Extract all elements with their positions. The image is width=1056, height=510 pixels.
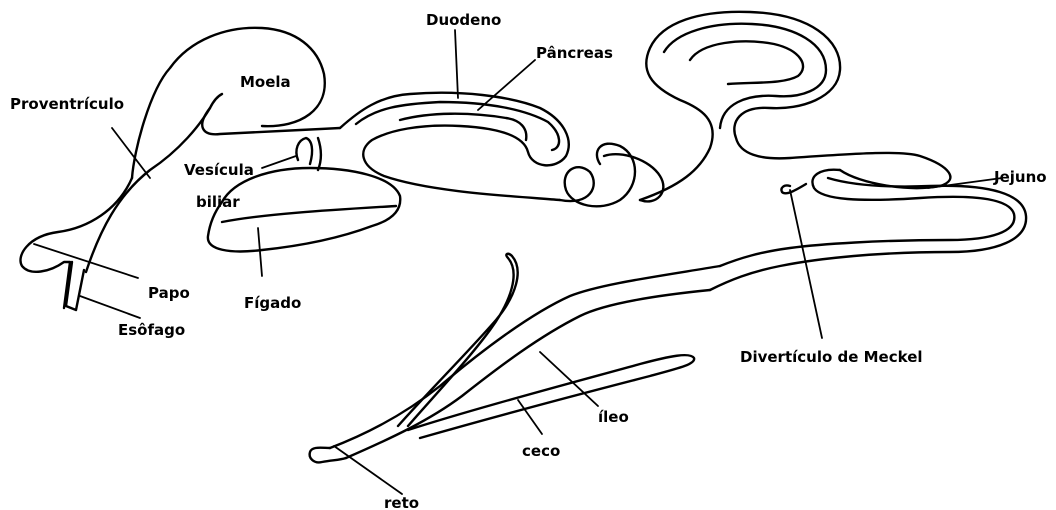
jejuno-label: Jejuno bbox=[993, 168, 1047, 186]
ileo-outline bbox=[330, 266, 720, 448]
organ-drawing bbox=[21, 12, 1027, 463]
papo-label: Papo bbox=[148, 284, 190, 302]
reto-leader bbox=[334, 446, 402, 494]
coil-outline bbox=[560, 144, 635, 207]
papo-outline bbox=[21, 178, 133, 308]
esofago-leader bbox=[80, 296, 140, 318]
vesicula-label: Vesícula bbox=[184, 161, 254, 179]
jejuno-lower-inner-outline bbox=[710, 178, 1026, 290]
ileo-label: íleo bbox=[598, 408, 629, 426]
duodeno-leader bbox=[455, 30, 458, 98]
duodeno-outline bbox=[340, 93, 569, 200]
diagram-labels: Duodeno Pâncreas Moela Proventrículo Ves… bbox=[10, 11, 1047, 510]
moela-outline bbox=[202, 108, 340, 134]
jejuno-upper-outline bbox=[640, 12, 950, 200]
leader-lines bbox=[34, 30, 1002, 494]
pancreas-label: Pâncreas bbox=[536, 44, 613, 62]
jejuno-inner-loop-outline bbox=[690, 41, 803, 84]
proventriculo-leader bbox=[112, 128, 150, 178]
reto-label: reto bbox=[384, 494, 419, 510]
figado-lobe-outline bbox=[222, 206, 396, 222]
moela-label: Moela bbox=[240, 73, 291, 91]
ceco-label: ceco bbox=[522, 442, 560, 460]
vesicula-label-2: biliar bbox=[196, 193, 240, 211]
proventriculo-label: Proventrículo bbox=[10, 95, 124, 113]
figado-label: Fígado bbox=[244, 294, 301, 312]
duodeno-label: Duodeno bbox=[426, 11, 501, 29]
vesicula-leader bbox=[262, 156, 296, 168]
figado-leader bbox=[258, 228, 262, 276]
vesicula-outline bbox=[296, 138, 321, 170]
diverticulo-label: Divertículo de Meckel bbox=[740, 348, 923, 366]
esofago-label: Esôfago bbox=[118, 321, 185, 339]
diverticulo-outline bbox=[781, 184, 806, 193]
